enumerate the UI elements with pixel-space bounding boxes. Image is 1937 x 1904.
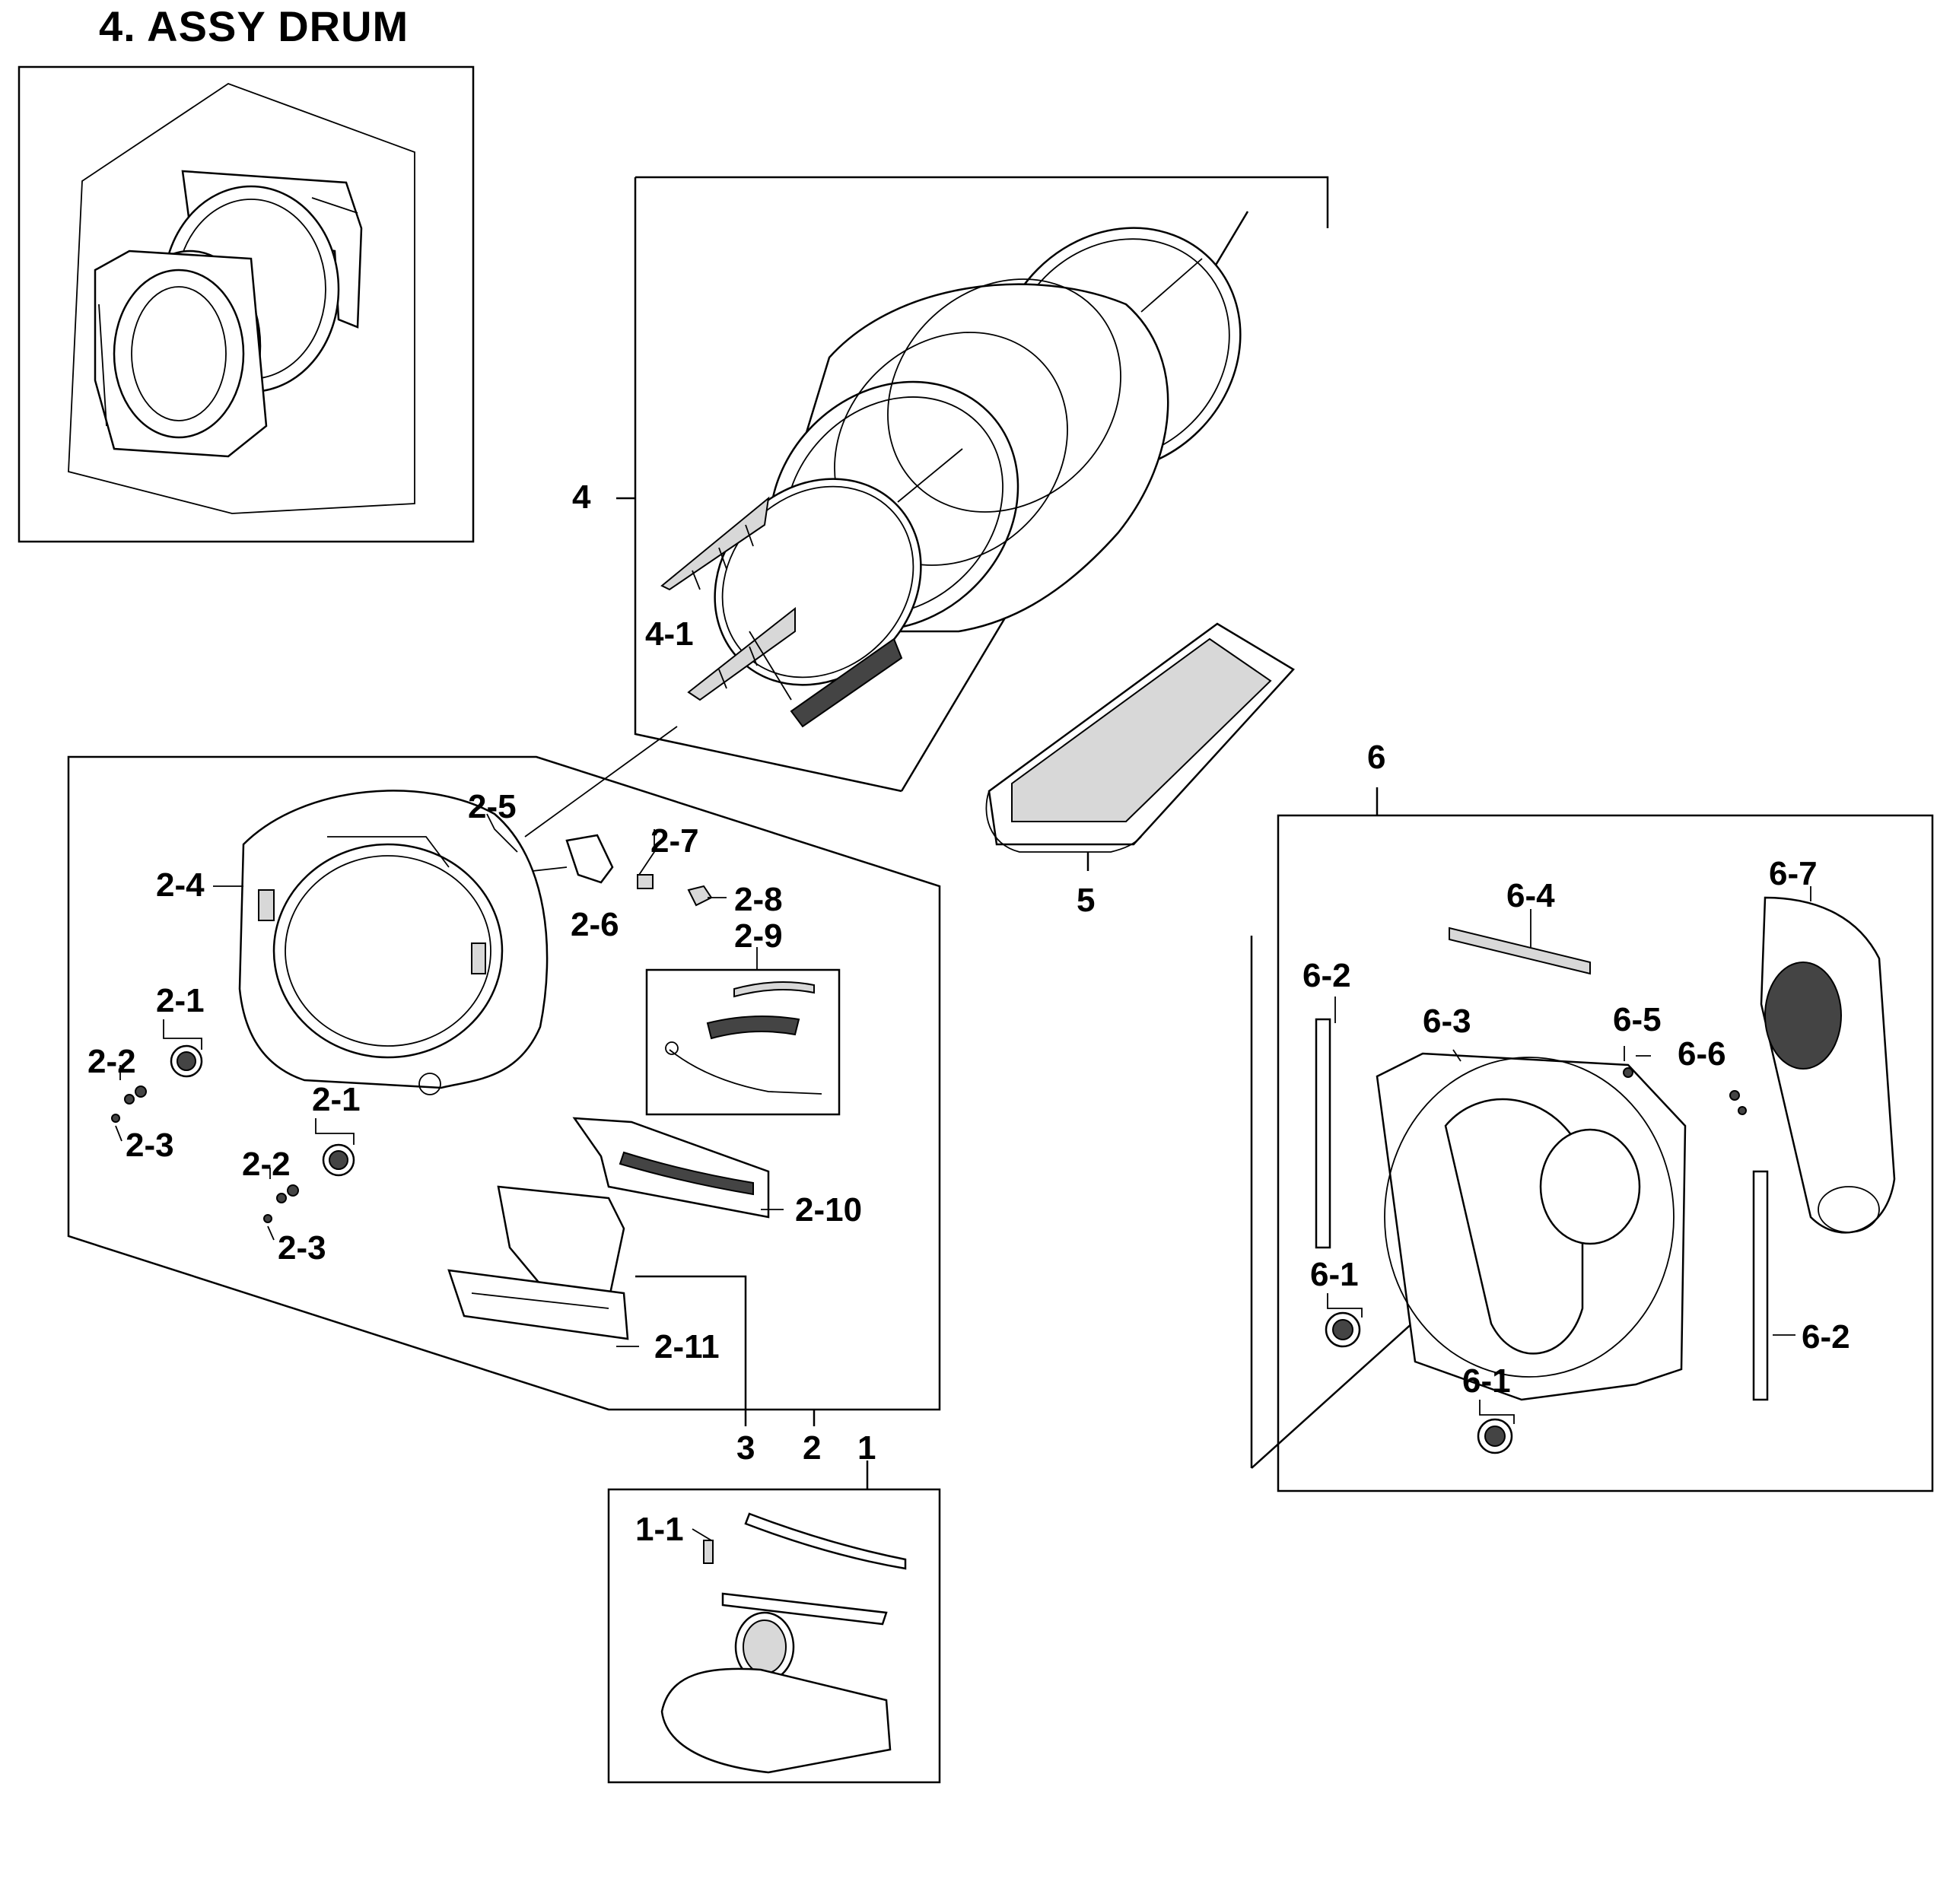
part-6-2-strip-right bbox=[1752, 1170, 1769, 1401]
callout-4: 4 bbox=[572, 478, 591, 516]
callout-2-6: 2-6 bbox=[571, 906, 619, 943]
callout-2-8: 2-8 bbox=[734, 881, 783, 918]
part-5-filter-housing bbox=[985, 622, 1295, 871]
part-2-7 bbox=[637, 874, 654, 889]
part-6-7-duct-cover bbox=[1760, 896, 1896, 1234]
callout-6-2-left: 6-2 bbox=[1302, 957, 1351, 994]
callout-5: 5 bbox=[1077, 882, 1095, 919]
part-6-2-strip-left bbox=[1315, 1018, 1331, 1249]
callout-1: 1 bbox=[857, 1429, 876, 1467]
callout-2: 2 bbox=[803, 1429, 821, 1467]
group-2-front-frame bbox=[67, 726, 941, 1426]
part-2-6-hinge bbox=[565, 834, 614, 884]
group-1-duct-assy bbox=[607, 1461, 941, 1784]
assembled-drum-illustration bbox=[94, 170, 363, 458]
callout-6-6: 6-6 bbox=[1678, 1035, 1726, 1073]
callout-2-1-upper: 2-1 bbox=[156, 982, 205, 1019]
part-6-4-bracket bbox=[1449, 927, 1591, 975]
callout-3: 3 bbox=[736, 1429, 755, 1467]
callout-2-4: 2-4 bbox=[156, 866, 205, 904]
part-2-10-duct bbox=[572, 1117, 770, 1219]
callout-4-1: 4-1 bbox=[645, 615, 694, 653]
part-2-9-inset bbox=[645, 968, 841, 1116]
callout-2-3-lower: 2-3 bbox=[278, 1229, 326, 1267]
group-6-rear-panel bbox=[1250, 787, 1934, 1492]
part-6-3-rear-panel bbox=[1376, 1052, 1687, 1401]
callout-6: 6 bbox=[1367, 739, 1385, 776]
callout-6-1-lower: 6-1 bbox=[1462, 1362, 1511, 1400]
diagram-title: 4. ASSY DRUM bbox=[99, 2, 409, 50]
group-4-drum bbox=[616, 176, 1329, 793]
bearing-set-upper bbox=[111, 1044, 203, 1123]
callout-2-3-upper: 2-3 bbox=[126, 1127, 174, 1164]
drum-lifter-lower bbox=[790, 637, 903, 728]
callout-2-1-lower: 2-1 bbox=[312, 1081, 361, 1118]
callout-6-7: 6-7 bbox=[1769, 855, 1818, 892]
callout-2-2-lower: 2-2 bbox=[242, 1146, 291, 1183]
drum-lifter-4-1 bbox=[687, 606, 796, 701]
part-2-8 bbox=[687, 885, 713, 907]
callout-6-1-upper: 6-1 bbox=[1310, 1256, 1359, 1293]
callout-1-1: 1-1 bbox=[635, 1511, 684, 1548]
callout-2-7: 2-7 bbox=[650, 822, 699, 860]
callout-2-10: 2-10 bbox=[795, 1191, 862, 1229]
front-frame bbox=[238, 790, 549, 1095]
callout-6-5: 6-5 bbox=[1613, 1001, 1662, 1038]
overview-inset bbox=[17, 65, 475, 543]
callout-6-4: 6-4 bbox=[1506, 877, 1555, 914]
callout-6-3: 6-3 bbox=[1423, 1003, 1471, 1040]
part-2-11-filter-frame bbox=[447, 1185, 629, 1340]
callout-2-11: 2-11 bbox=[654, 1328, 720, 1365]
callout-2-5: 2-5 bbox=[468, 788, 517, 825]
callout-6-2-right: 6-2 bbox=[1802, 1318, 1850, 1356]
drum-lifter-upper bbox=[660, 496, 770, 591]
callout-2-2-upper: 2-2 bbox=[87, 1043, 136, 1080]
bearing-set-lower bbox=[263, 1143, 355, 1223]
callout-2-9: 2-9 bbox=[734, 917, 783, 955]
callout-labels: 4 4-1 5 6 2-5 2-4 2-7 2-8 2-6 2-9 2-1 2-… bbox=[87, 478, 1850, 1548]
